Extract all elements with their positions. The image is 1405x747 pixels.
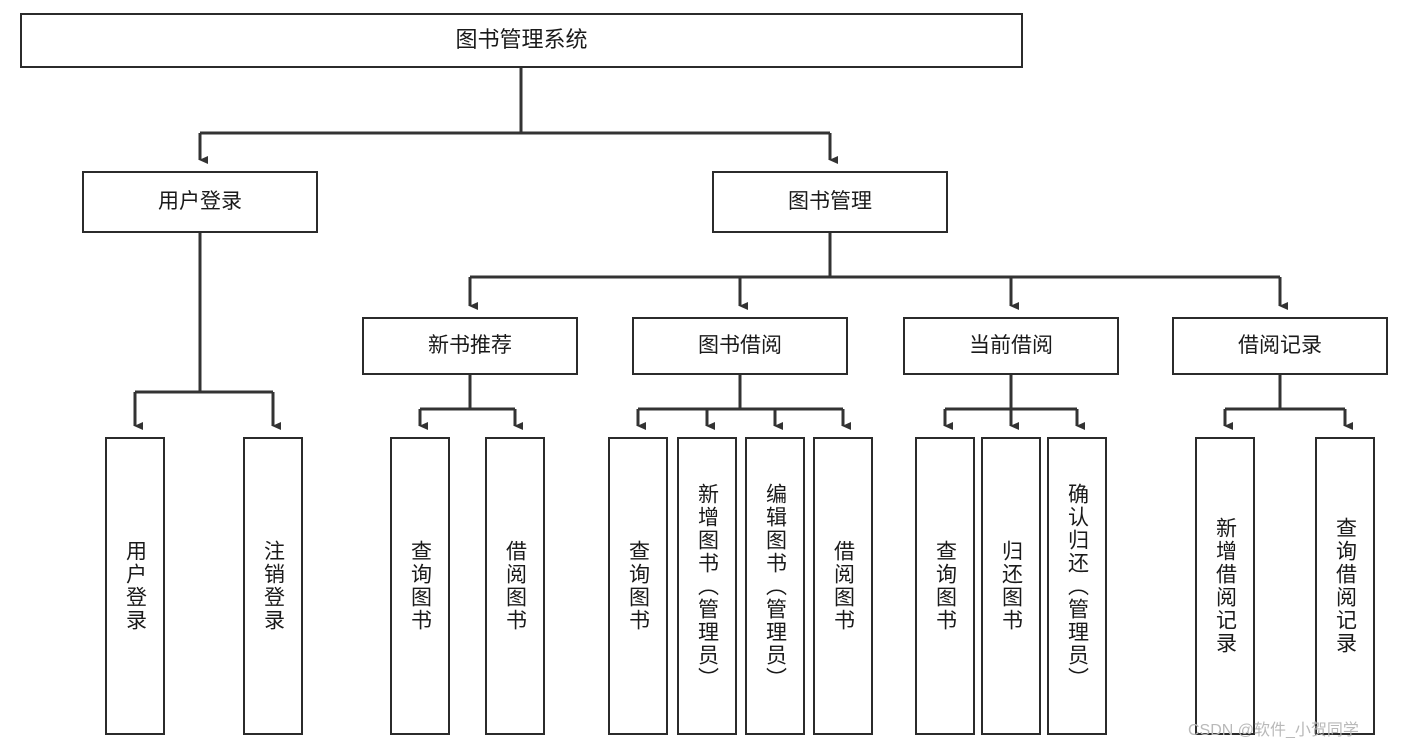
node-leaf-query-book-borrow[interactable]: 查询图书 xyxy=(608,437,668,735)
node-root[interactable]: 图书管理系统 xyxy=(20,13,1023,68)
node-label-book-borrow: 图书借阅 xyxy=(698,334,782,358)
node-label-leaf-query-book-borrow: 查询图书 xyxy=(626,540,650,632)
node-leaf-user-login[interactable]: 用户登录 xyxy=(105,437,165,735)
node-label-leaf-edit-book-admin: 编辑图书（管理员） xyxy=(763,482,787,690)
node-leaf-return-book[interactable]: 归还图书 xyxy=(981,437,1041,735)
node-leaf-borrow-book[interactable]: 借阅图书 xyxy=(813,437,873,735)
node-label-leaf-borrow-book-recommend: 借阅图书 xyxy=(503,540,527,632)
node-leaf-query-borrow-record[interactable]: 查询借阅记录 xyxy=(1315,437,1375,735)
node-label-leaf-query-book-current: 查询图书 xyxy=(933,540,957,632)
node-leaf-borrow-book-recommend[interactable]: 借阅图书 xyxy=(485,437,545,735)
node-leaf-confirm-return-admin[interactable]: 确认归还（管理员） xyxy=(1047,437,1107,735)
node-label-new-book-recommend: 新书推荐 xyxy=(428,334,512,358)
node-label-leaf-confirm-return-admin: 确认归还（管理员） xyxy=(1065,482,1089,690)
node-book-borrow[interactable]: 图书借阅 xyxy=(632,317,848,375)
node-label-leaf-user-login: 用户登录 xyxy=(123,540,147,632)
node-leaf-edit-book-admin[interactable]: 编辑图书（管理员） xyxy=(745,437,805,735)
node-label-leaf-add-borrow-record: 新增借阅记录 xyxy=(1213,517,1237,655)
node-label-root: 图书管理系统 xyxy=(455,27,588,53)
node-leaf-query-book-current[interactable]: 查询图书 xyxy=(915,437,975,735)
node-label-leaf-logout: 注销登录 xyxy=(261,540,285,632)
node-label-current-borrow: 当前借阅 xyxy=(969,334,1053,358)
connector-group xyxy=(133,68,1353,430)
node-label-leaf-query-borrow-record: 查询借阅记录 xyxy=(1333,517,1357,655)
node-leaf-add-book-admin[interactable]: 新增图书（管理员） xyxy=(677,437,737,735)
node-label-borrow-record: 借阅记录 xyxy=(1238,334,1322,358)
node-current-borrow[interactable]: 当前借阅 xyxy=(903,317,1119,375)
node-borrow-record[interactable]: 借阅记录 xyxy=(1172,317,1388,375)
node-label-leaf-query-book-recommend: 查询图书 xyxy=(408,540,432,632)
node-label-leaf-return-book: 归还图书 xyxy=(999,540,1023,632)
node-label-book-manage: 图书管理 xyxy=(788,190,872,214)
node-leaf-logout[interactable]: 注销登录 xyxy=(243,437,303,735)
node-book-manage[interactable]: 图书管理 xyxy=(712,171,948,233)
node-leaf-query-book-recommend[interactable]: 查询图书 xyxy=(390,437,450,735)
node-leaf-add-borrow-record[interactable]: 新增借阅记录 xyxy=(1195,437,1255,735)
node-user-login[interactable]: 用户登录 xyxy=(82,171,318,233)
node-label-user-login: 用户登录 xyxy=(158,190,242,214)
node-label-leaf-add-book-admin: 新增图书（管理员） xyxy=(695,482,719,690)
node-new-book-recommend[interactable]: 新书推荐 xyxy=(362,317,578,375)
node-label-leaf-borrow-book: 借阅图书 xyxy=(831,540,855,632)
